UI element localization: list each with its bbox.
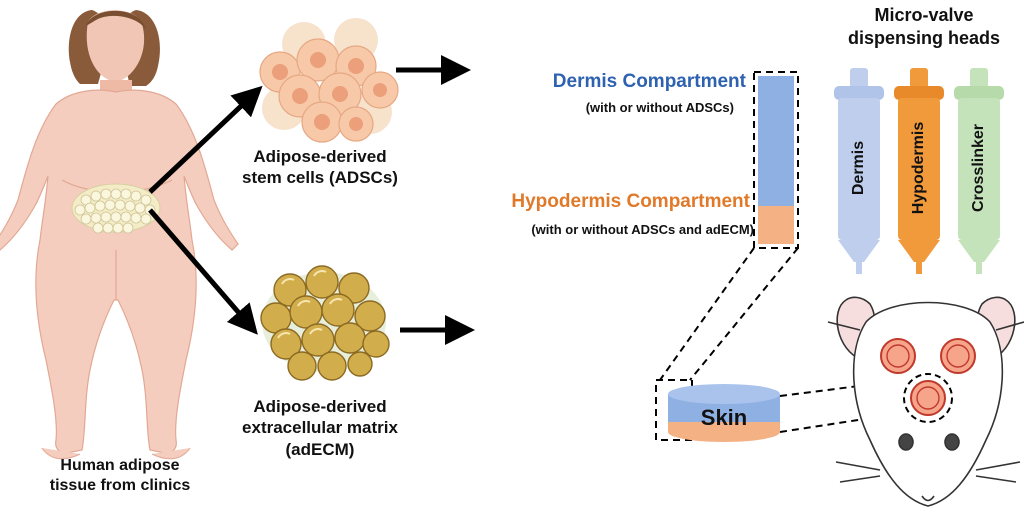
adecm-line2: extracellular matrix [242,418,398,438]
adecm-line1: Adipose-derived [253,397,387,416]
arrow-to-adscs [148,85,263,194]
human-figure-icon [0,10,239,460]
syringe-dermis-icon [834,68,884,274]
heads-title: Micro-valve dispensing heads [826,4,1022,49]
ecm-cluster-icon [260,265,390,381]
syringe-dermis-label: Dermis [850,140,867,196]
syringe-crosslinker-icon [954,68,1004,274]
skin-cylinder-icon [668,384,780,442]
adscs-label: Adipose-derived stem cells (ADSCs) [230,146,410,189]
syringe-crosslinker-label: Crosslinker [970,123,987,213]
hypodermis-compartment-note: (with or without ADSCs and adECM) [531,222,754,237]
layer-column [753,71,799,249]
stem-cell-cluster-icon [259,18,399,143]
adscs-line2: stem cells (ADSCs) [242,168,398,188]
human-tissue-line1: Human adipose [60,457,180,474]
adecm-line3: (adECM) [285,439,355,459]
hypodermis-compartment-title: Hypodermis Compartment [511,191,750,212]
adecm-label: Adipose-derived extracellular matrix (ad… [220,396,420,460]
heads-title-line1: Micro-valve [874,5,974,25]
wound-sites [880,338,976,423]
human-tissue-line2: tissue from clinics [49,477,191,494]
heads-title-line2: dispensing heads [847,27,1001,48]
skin-label: Skin [700,405,748,430]
dermis-compartment-note: (with or without ADSCs) [585,100,734,115]
human-tissue-label: Human adipose tissue from clinics [20,456,220,496]
syringe-hypodermis-label: Hypodermis [910,121,927,215]
dermis-compartment-title: Dermis Compartment [552,71,746,92]
syringe-hypodermis-icon [894,68,944,274]
adscs-line1: Adipose-derived [253,147,387,166]
arrow-to-adecm [148,208,258,335]
